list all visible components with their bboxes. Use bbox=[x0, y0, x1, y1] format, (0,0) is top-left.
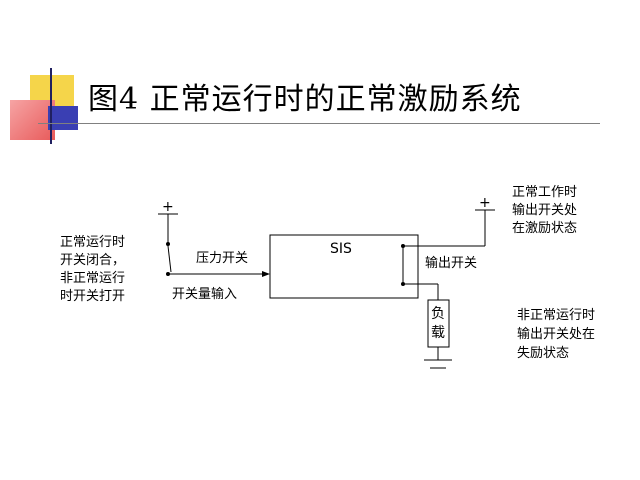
left-note-line-1: 正常运行时 bbox=[60, 235, 125, 250]
sis-label: SIS bbox=[330, 241, 352, 257]
bottom-right-note-line-1: 非正常运行时 bbox=[517, 308, 595, 323]
sis-box bbox=[269, 234, 419, 299]
switch-input-label: 开关量输入 bbox=[172, 286, 237, 302]
decor-vertical-bar bbox=[50, 68, 52, 144]
title-underline bbox=[38, 123, 600, 124]
bottom-right-note-line-2: 输出开关处在 bbox=[517, 326, 595, 342]
right-plus-sign: + bbox=[479, 195, 491, 211]
top-right-note-line-3: 在激励状态 bbox=[512, 221, 577, 236]
left-plus-sign: + bbox=[162, 199, 174, 215]
left-note-line-2: 开关闭合， bbox=[60, 253, 125, 268]
slide-title: 图4 正常运行时的正常激励系统 bbox=[88, 82, 522, 117]
pressure-switch-label: 压力开关 bbox=[196, 251, 248, 266]
pressure-switch-blade bbox=[167, 245, 172, 273]
top-right-note-line-1: 正常工作时 bbox=[512, 185, 577, 200]
decor-red-square bbox=[10, 100, 55, 140]
load-label-char-2: 载 bbox=[431, 325, 445, 341]
input-arrow bbox=[262, 271, 270, 277]
left-note-line-4: 时开关打开 bbox=[60, 289, 125, 304]
bottom-right-note-line-3: 失励状态 bbox=[517, 346, 569, 361]
output-switch-label: 输出开关 bbox=[425, 255, 477, 271]
left-note-line-3: 非正常运行 bbox=[60, 271, 125, 286]
pressure-switch-contact-top bbox=[166, 242, 170, 246]
decor-blue-square bbox=[48, 106, 78, 130]
top-right-note-line-2: 输出开关处 bbox=[512, 202, 577, 218]
load-label-char-1: 负 bbox=[431, 306, 445, 322]
